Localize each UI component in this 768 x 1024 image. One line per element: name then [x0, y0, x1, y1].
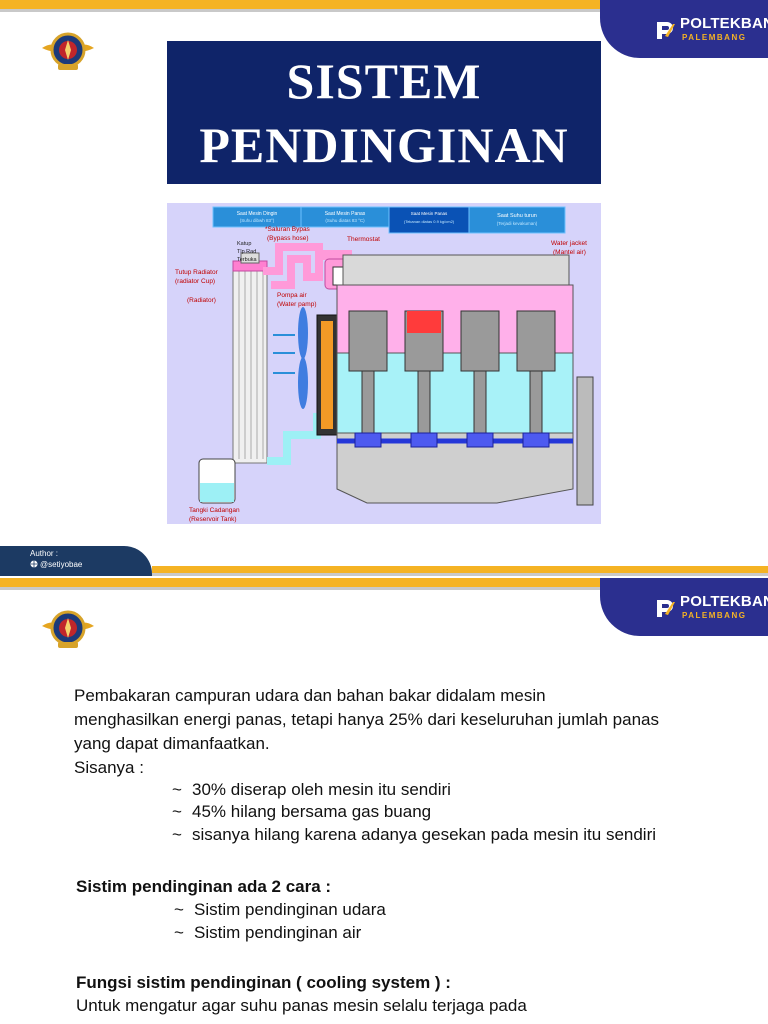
tilde-1: ~ [172, 780, 182, 799]
brand-name: POLTEKBANG [680, 15, 768, 32]
author-footer: Author : @setiyobae [0, 546, 152, 576]
diagram-tab-3: Saat Mesin Panas (Tekanan diatas 0.9 kg/… [388, 206, 470, 234]
method-1-text: Sistim pendinginan udara [194, 900, 386, 919]
emblem-icon [42, 610, 94, 648]
brand-city: PALEMBANG [682, 33, 747, 42]
bullet-3-text: sisanya hilang karena adanya gesekan pad… [192, 825, 657, 844]
methods-heading: Sistim pendinginan ada 2 cara : [76, 877, 332, 896]
globe-icon [30, 560, 38, 568]
author-label: Author : [30, 549, 59, 558]
label-bypass-en: (Bypass hose) [267, 235, 309, 242]
bullet-2-text: 45% hilang bersama gas buang [192, 802, 432, 821]
label-valve-3: Terbuka [237, 257, 258, 263]
title-line-1: SISTEM [286, 53, 482, 109]
tilde-5: ~ [174, 923, 184, 942]
slide-title: SISTEM PENDINGINAN [167, 41, 601, 184]
label-pump-en: (Water pamp) [277, 301, 317, 308]
function-line-1: Untuk mengatur agar suhu panas mesin sel… [76, 996, 527, 1015]
label-tank-en: (Reservoir Tank) [189, 516, 237, 523]
tilde-2: ~ [172, 802, 182, 821]
label-water-jacket: Water jacket [551, 240, 587, 247]
label-cap: Tutup Radiator [175, 269, 219, 276]
tab4-label: Saat Suhu turun [497, 213, 537, 219]
cooling-system-diagram: Saat Mesin Dingin (Suhu dibwh 83°) Saat … [167, 203, 601, 524]
label-tank: Tangki Cadangan [189, 507, 240, 514]
function-heading: Fungsi sistim pendinginan ( cooling syst… [76, 973, 451, 992]
tab4-sub: (Terjadi kevakuman) [497, 221, 538, 226]
method-2: ~ Sistim pendinginan air [174, 921, 361, 944]
diagram-tab-4: Saat Suhu turun (Terjadi kevakuman) [468, 206, 566, 234]
method-2-text: Sistim pendinginan air [194, 923, 362, 942]
top-accent-line [0, 9, 620, 12]
footer-accent-line [152, 573, 768, 576]
top-accent-line [0, 587, 620, 590]
tab1-sub: (Suhu dibwh 83°) [240, 218, 275, 223]
diagram-tab-1: Saat Mesin Dingin (Suhu dibwh 83°) [212, 206, 302, 228]
poltekbang-logo: POLTEKBANG PALEMBANG [600, 0, 768, 58]
emblem-icon [42, 32, 94, 70]
slide-2: POLTEKBANG PALEMBANG Pembakaran campuran… [0, 578, 768, 1024]
brand-name: POLTEKBANG [680, 593, 768, 610]
top-accent-bar [0, 578, 620, 587]
intro-line-2: menghasilkan energi panas, tetapi hanya … [74, 710, 659, 729]
bullet-3: ~ sisanya hilang karena adanya gesekan pa… [172, 823, 656, 846]
label-radiator: (Radiator) [187, 297, 216, 304]
poltekbang-logo: POLTEKBANG PALEMBANG [600, 578, 768, 636]
tab2-sub: (Suhu diatas 83 °C) [325, 218, 365, 223]
bullet-1-text: 30% diserap oleh mesin itu sendiri [192, 780, 451, 799]
author-handle: @setiyobae [40, 560, 83, 569]
label-valve-1: Katup [237, 241, 251, 247]
tab2-label: Saat Mesin Panas [325, 211, 366, 217]
title-line-2: PENDINGINAN [199, 117, 569, 173]
slide-1: POLTEKBANG PALEMBANG SISTEM PENDINGINAN … [0, 0, 768, 578]
tab3-label: Saat Mesin Panas [411, 211, 448, 216]
footer-accent-bar [152, 566, 768, 573]
label-bypass: *Saluran Bypas [265, 226, 311, 233]
label-cap-en: (radiator Cup) [175, 278, 215, 285]
poltekbang-mark-icon [657, 22, 675, 39]
method-1: ~ Sistim pendinginan udara [174, 898, 386, 921]
brand-city: PALEMBANG [682, 611, 747, 620]
tab3-sub: (Tekanan diatas 0.9 kg/cm2) [404, 219, 455, 224]
bullet-2: ~45% hilang bersama gas buang [172, 800, 431, 823]
tab1-label: Saat Mesin Dingin [237, 211, 278, 217]
label-thermostat: Thermostat [347, 236, 380, 243]
label-pump: Pompa air [277, 292, 307, 299]
top-accent-bar [0, 0, 620, 9]
intro-line-3: yang dapat dimanfaatkan. [74, 734, 270, 753]
sisanya-label: Sisanya : [74, 758, 144, 777]
intro-line-1: Pembakaran campuran udara dan bahan baka… [74, 686, 546, 705]
label-water-jacket-en: (Mantel air) [553, 249, 586, 256]
tilde-4: ~ [174, 900, 184, 919]
label-valve-2: Tlp Rad [237, 249, 256, 255]
bullet-1: ~30% diserap oleh mesin itu sendiri [172, 778, 451, 801]
diagram-tab-2: Saat Mesin Panas (Suhu diatas 83 °C) [300, 206, 390, 228]
tilde-3: ~ [172, 825, 182, 844]
poltekbang-mark-icon [657, 600, 675, 617]
